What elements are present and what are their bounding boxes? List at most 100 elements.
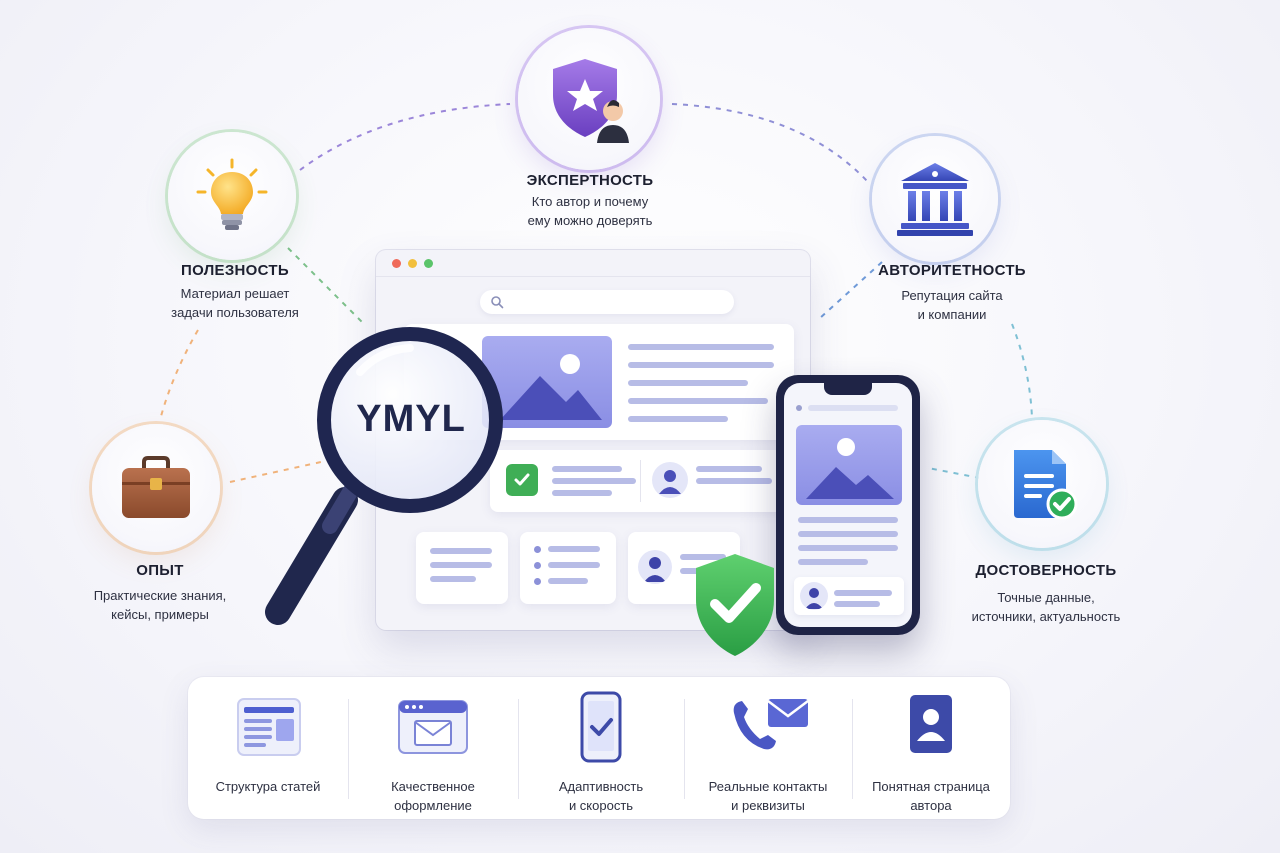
phone-notch [824, 383, 872, 395]
authority-circle [872, 136, 998, 262]
feature-label: Реальные контакты [708, 779, 828, 794]
divider [640, 460, 641, 502]
user-avatar-icon [800, 582, 828, 610]
bullet [534, 546, 541, 553]
feature-label: оформление [394, 798, 472, 813]
text-line [552, 478, 636, 484]
image-icon [806, 438, 894, 499]
expertise-title: ЭКСПЕРТНОСТЬ [526, 172, 654, 189]
checkbox-checked-icon [506, 464, 538, 496]
text-line [628, 344, 774, 350]
divider [684, 699, 685, 799]
connector-authority-reliability [1011, 323, 1033, 419]
feature-label: Адаптивность [558, 779, 644, 794]
feature-label: Качественное [391, 779, 475, 794]
text-line [834, 601, 880, 607]
features-panel: Структура статей Качественное оформление… [188, 677, 1010, 819]
authority-desc: Репутация сайта и компании [901, 288, 1003, 322]
feature-author-page: Понятная страница автора [852, 677, 1010, 819]
bullet [534, 578, 541, 585]
text-line [430, 548, 492, 554]
divider [852, 699, 853, 799]
text-line [834, 590, 892, 596]
expertise-desc: Кто автор и почему ему можно доверять [527, 194, 653, 228]
verified-row-card [490, 450, 790, 512]
experience-desc: Практические знания, кейсы, примеры [93, 588, 227, 622]
connector-usefulness-experience [159, 329, 199, 421]
user-avatar-icon [652, 462, 688, 498]
divider [518, 699, 519, 799]
shield-star-person-icon [553, 59, 629, 143]
briefcase-icon [122, 456, 190, 518]
text-line [628, 362, 774, 368]
text-line [798, 559, 868, 565]
lightbulb-icon [196, 158, 268, 230]
expertise-circle [518, 28, 660, 170]
reliability-circle [978, 420, 1106, 548]
reliability-title: ДОСТОВЕРНОСТЬ [975, 562, 1117, 579]
feature-label: и скорость [568, 798, 634, 813]
text-line [430, 576, 476, 582]
hero-image-placeholder [482, 336, 612, 428]
usefulness-circle [168, 132, 296, 260]
text-line [430, 562, 492, 568]
text-line [696, 466, 762, 472]
user-avatar-icon [638, 550, 672, 584]
window-dot-yellow [408, 259, 417, 268]
image-icon [500, 354, 602, 420]
list-card-2 [520, 532, 616, 604]
text-line [798, 517, 898, 523]
connector-expertise-authority [671, 103, 869, 183]
magnifier-icon [265, 327, 503, 625]
phone-envelope-icon [733, 699, 809, 750]
phone-address-bar [808, 405, 898, 411]
feature-article-structure: Структура статей [188, 677, 348, 819]
feature-quality-design: Качественное оформление [348, 677, 518, 819]
author-card-icon [910, 695, 952, 753]
usefulness-desc: Материал решает задачи пользователя [171, 286, 299, 320]
text-line [548, 546, 600, 552]
feature-adaptive-speed: Адаптивность и скорость [518, 677, 684, 819]
text-line [798, 531, 898, 537]
phone-mockup [776, 375, 920, 635]
phone-author-row [794, 577, 904, 615]
text-line [680, 554, 726, 560]
feature-label: автора [910, 798, 952, 813]
experience-circle [92, 424, 220, 552]
text-line [552, 490, 612, 496]
browser-titlebar [376, 250, 810, 277]
divider [348, 699, 349, 799]
text-line [552, 466, 622, 472]
text-line [696, 478, 772, 484]
shield-check-icon [696, 554, 774, 656]
list-card-1 [416, 532, 508, 604]
text-line [628, 380, 748, 386]
window-dot-green [424, 259, 433, 268]
usefulness-title: ПОЛЕЗНОСТЬ [181, 262, 289, 279]
experience-title: ОПЫТ [136, 562, 184, 579]
connector-reliability-phone [927, 467, 981, 479]
browser-search-bar[interactable] [480, 290, 734, 314]
feature-real-contacts: Реальные контакты и реквизиты [684, 677, 852, 819]
phone-image-placeholder [796, 425, 902, 505]
text-line [548, 578, 588, 584]
document-check-icon [1014, 450, 1078, 520]
connector-authority-browser [819, 261, 883, 319]
ymyl-label: YMYL [356, 398, 466, 440]
window-dot-red [392, 259, 401, 268]
text-line [548, 562, 600, 568]
text-line [628, 398, 768, 404]
feature-label: и реквизиты [731, 798, 805, 813]
phone-screen [784, 383, 912, 627]
bank-building-icon [897, 163, 973, 236]
feature-label: Понятная страница [872, 779, 990, 794]
authority-title: АВТОРИТЕТНОСТЬ [878, 262, 1026, 279]
text-line [628, 416, 728, 422]
browser-mail-icon [398, 700, 468, 754]
phone-check-icon [580, 691, 622, 763]
text-line [798, 545, 898, 551]
reliability-desc: Точные данные, источники, актуальность [971, 590, 1121, 624]
bullet [796, 405, 802, 411]
bullet [534, 562, 541, 569]
